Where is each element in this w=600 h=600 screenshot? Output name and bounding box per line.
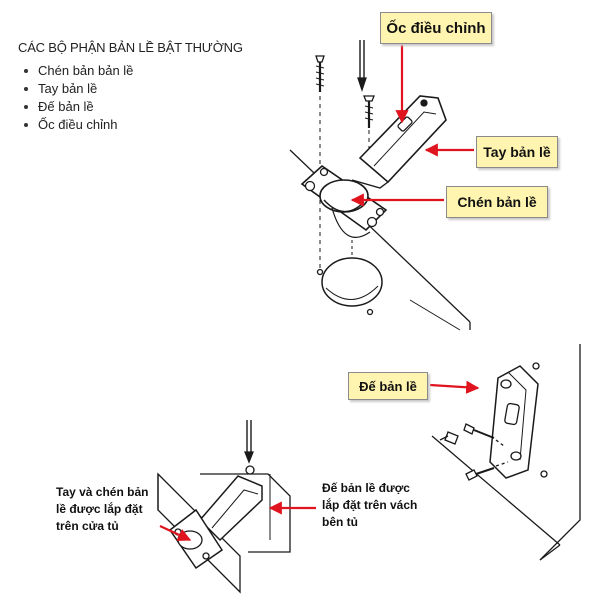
note-line: lề được lắp đặt <box>56 502 143 516</box>
list-item: Đế bản lề <box>24 98 133 116</box>
callout-hinge-cup: Chén bản lề <box>446 186 548 218</box>
parts-title: CÁC BỘ PHẬN BẢN LỀ BẬT THƯỜNG <box>18 40 243 55</box>
parts-list: Chén bản bản lề Tay bản lề Đế bản lề Ốc … <box>24 62 133 134</box>
screwdriver <box>357 40 367 93</box>
callout-hinge-base: Đế bản lề <box>348 372 428 400</box>
note-line: bên tủ <box>322 515 358 529</box>
note-cabinet-side: Đế bản lề được lắp đặt trên vách bên tủ <box>322 480 417 531</box>
pointer-arrows <box>159 40 480 541</box>
arrow-door-side <box>159 525 192 541</box>
screw-left <box>315 55 325 270</box>
note-line: Tay và chén bản <box>56 485 149 499</box>
note-line: lắp đặt trên vách <box>322 498 418 512</box>
exploded-hinge-drawing <box>289 40 471 331</box>
list-item: Chén bản bản lề <box>24 62 133 80</box>
hinge-cup-shape <box>300 164 388 238</box>
note-line: trên cửa tủ <box>56 519 119 533</box>
callout-hinge-arm: Tay bản lề <box>476 136 558 168</box>
hinge-arm-shape <box>351 95 447 189</box>
note-line: Đế bản lề được <box>322 481 410 495</box>
list-item: Tay bản lề <box>24 80 133 98</box>
drilled-cup-hole <box>321 257 383 307</box>
list-item: Ốc điều chỉnh <box>24 116 133 134</box>
note-door-side: Tay và chén bản lề được lắp đặt trên cửa… <box>56 484 148 535</box>
callout-adjust-screw: Ốc điều chỉnh <box>380 12 492 44</box>
installed-hinge-drawing <box>157 420 291 594</box>
arrow-hinge-base <box>429 380 480 394</box>
base-plate-drawing <box>431 344 581 561</box>
